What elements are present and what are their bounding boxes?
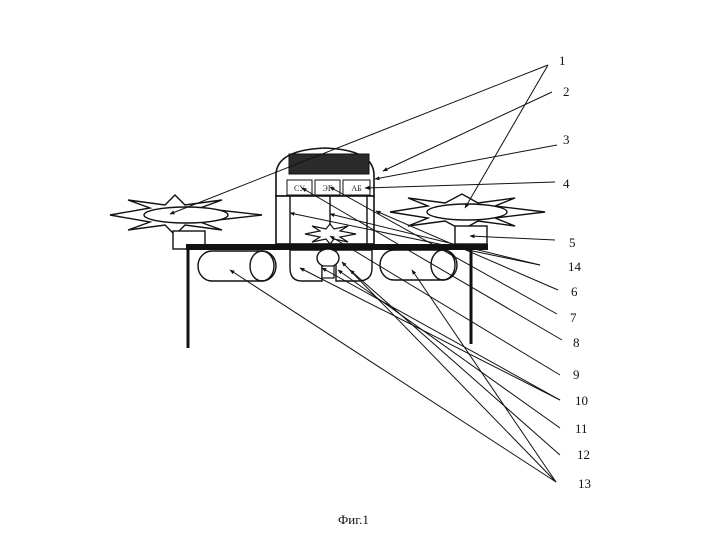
callout-14: 14: [568, 259, 581, 274]
block-eg: ЭГ: [314, 179, 341, 196]
callout-9: 9: [573, 367, 580, 382]
center-tank-left: [289, 249, 323, 282]
svg-text:АБ: АБ: [351, 184, 362, 193]
callout-7: 7: [570, 310, 577, 325]
figure-caption: Фиг.1: [338, 512, 369, 527]
solar-panel: [288, 153, 370, 175]
callout-13: 13: [578, 476, 591, 491]
left-tank: [197, 250, 277, 282]
svg-text:ЭГ: ЭГ: [323, 184, 333, 193]
callout-6: 6: [571, 284, 578, 299]
callout-1: 1: [559, 53, 566, 68]
center-tank-right: [335, 249, 373, 282]
inner-rotor: [304, 223, 357, 245]
callout-11: 11: [575, 421, 588, 436]
callout-3: 3: [563, 132, 570, 147]
right-motor: [454, 225, 488, 245]
leader-lines: [169, 64, 563, 483]
callout-4: 4: [563, 176, 570, 191]
frame-beam: [186, 244, 488, 250]
callout-10: 10: [575, 393, 588, 408]
block-su: СУ: [286, 179, 313, 196]
callout-12: 12: [577, 447, 590, 462]
left-rotor: [109, 194, 263, 236]
svg-text:СУ: СУ: [294, 184, 305, 193]
callout-2: 2: [563, 84, 570, 99]
center-bulb: [316, 248, 340, 268]
right-tank: [379, 249, 458, 281]
center-valve: [321, 265, 335, 279]
right-rotor: [389, 193, 546, 231]
callout-5: 5: [569, 235, 576, 250]
callout-8: 8: [573, 335, 580, 350]
